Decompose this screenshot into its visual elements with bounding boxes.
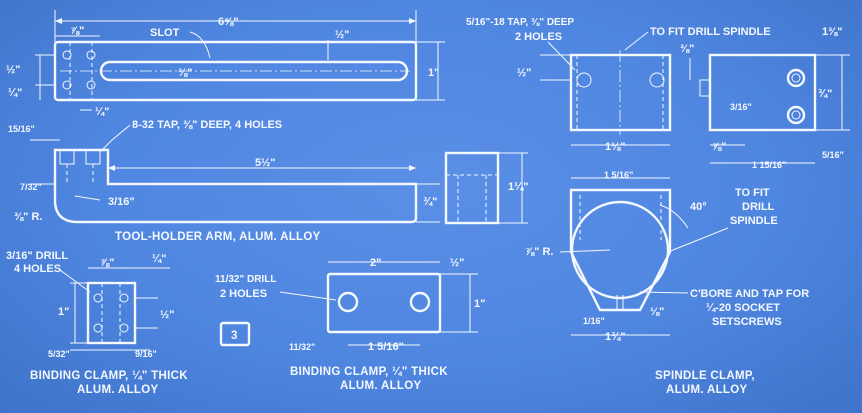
sc-bore-1: C'BORE AND TAP FOR — [690, 288, 809, 300]
slot-label: SLOT — [150, 27, 180, 39]
arm-thickness-label: ¾" — [423, 196, 437, 208]
sp-shoulder-label: 3/16" — [730, 102, 752, 112]
sp-hole-spacing-label: ¾" — [818, 88, 832, 100]
binding-clamp-large: 2" ½" 11/32" DRILL 2 HOLES 1" 11/32" 1 5… — [215, 257, 485, 392]
bc1-edge-label: 5/32" — [48, 349, 70, 359]
arm-shoulder-label: 3/16" — [108, 196, 135, 208]
sc-fit-3: SPINDLE — [730, 215, 778, 227]
figure-number: 3 — [231, 330, 238, 342]
slot-width-label: ⅜" — [178, 67, 192, 79]
sc-bore-3: SETSCREWS — [712, 316, 782, 328]
sc-gap2-label: ⅛" — [650, 306, 664, 318]
arm-radius-label: ⅜" R. — [14, 211, 42, 223]
spindle-clamp-view: 1 5/16" 40° TO FIT DRILL SPINDLE ⅞" R. C… — [525, 170, 809, 396]
sp-tap-label: 5/16"-18 TAP, ⅜" DEEP — [466, 17, 574, 28]
bc2-title: BINDING CLAMP, ¼" THICK — [290, 366, 448, 378]
figure-number-box — [219, 321, 251, 347]
sp-bottom-label: 5/16" — [822, 150, 844, 160]
bc2-thick-label: ½" — [450, 257, 464, 269]
bc2-width-label: 2" — [370, 257, 381, 269]
arm-step-label: 7/32" — [20, 182, 42, 192]
sc-material: ALUM. ALLOY — [666, 384, 747, 396]
sc-bore-2: ¼-20 SOCKET — [706, 302, 780, 314]
arm-end-height-label: 1¼" — [508, 181, 529, 193]
arm-length-label: 6⅝" — [218, 16, 239, 28]
bc2-edge-label: 11/32" — [289, 342, 315, 352]
sp-depth-label: ⅜" — [680, 43, 694, 55]
arm-tap-note: 8-32 TAP, ⅜" DEEP, 4 HOLES — [132, 119, 282, 131]
arm-depth-label: 15/16" — [8, 124, 35, 134]
sc-radius-label: ⅞" R. — [525, 246, 553, 258]
sp-fit-label: TO FIT DRILL SPINDLE — [650, 26, 771, 38]
bc2-holes-label: 2 HOLES — [220, 288, 267, 300]
arm-top-view: 6⅝" ⅞" SLOT ½" ⅜" 1" ½" ¼" ¼" — [6, 10, 445, 118]
sc-angle-label: 40° — [690, 201, 707, 213]
arm-end-view: 1¼" — [444, 151, 529, 225]
arm-slot-offset-label: ½" — [335, 29, 349, 41]
arm-title: TOOL-HOLDER ARM, ALUM. ALLOY — [115, 231, 321, 243]
sc-fit-2: DRILL — [742, 201, 775, 213]
bc1-material: ALUM. ALLOY — [77, 384, 158, 396]
sc-fit-1: TO FIT — [735, 187, 770, 199]
arm-offset-label: ⅞" — [70, 25, 84, 37]
bc1-offset-label: 9/16" — [135, 349, 157, 359]
arm-left-quarter-label: ¼" — [8, 87, 22, 99]
sc-base-label: 1¾" — [605, 331, 626, 343]
sc-width-label: 1 5/16" — [604, 170, 633, 180]
arm-body-length-label: 5½" — [255, 157, 276, 169]
arm-left-half-label: ½" — [6, 64, 20, 76]
bc1-title: BINDING CLAMP, ¼" THICK — [30, 370, 188, 382]
sp-offset-label: ½" — [517, 67, 531, 79]
sc-gap1-label: 1/16" — [583, 316, 605, 326]
bc1-drill-label: 3/16" DRILL — [6, 250, 68, 262]
sp-offset2-label: ⅞" — [712, 141, 726, 153]
bc2-drill-label: 11/32" DRILL — [215, 274, 276, 285]
bc2-height-label: 1" — [474, 298, 485, 310]
bc1-spacing-label: ½" — [160, 309, 174, 321]
bc2-material: ALUM. ALLOY — [340, 380, 421, 392]
sp-width-label: 1⅛" — [605, 141, 626, 153]
bc1-holes-label: 4 HOLES — [14, 263, 61, 275]
sp-tap-holes: 2 HOLES — [515, 31, 562, 43]
bc1-width-label: ⅞" — [100, 257, 114, 269]
sc-title: SPINDLE CLAMP, — [655, 370, 755, 382]
bc2-center-label: 1 5/16" — [368, 341, 404, 353]
arm-width-label: 1" — [428, 67, 439, 79]
bc1-thick-label: ¼" — [152, 253, 166, 265]
arm-side-view: 8-32 TAP, ⅜" DEEP, 4 HOLES 15/16" 5½" 7/… — [8, 119, 440, 243]
sp-total-label: 1 15/16" — [752, 160, 786, 170]
bc1-height-label: 1" — [58, 306, 69, 318]
arm-hole-spacing-label: ¼" — [95, 106, 109, 118]
binding-clamp-small: 3/16" DRILL 4 HOLES ⅞" ¼" 1" ½" 5/32" 9/… — [6, 250, 188, 396]
spindle-top-views: 5/16"-18 TAP, ⅜" DEEP 2 HOLES TO FIT DRI… — [466, 17, 850, 170]
sp-length-label: 1⅜" — [822, 26, 843, 38]
